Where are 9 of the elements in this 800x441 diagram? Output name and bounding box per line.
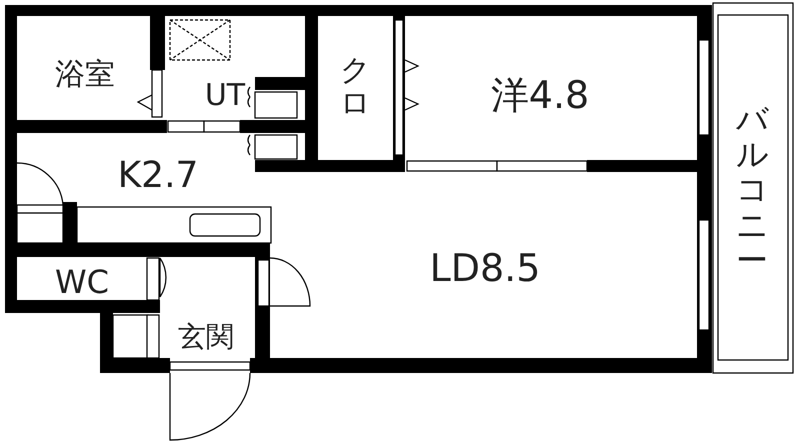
room-label: WC (55, 266, 109, 298)
room-label: LD8.5 (430, 249, 540, 287)
room-label: 玄関 (178, 323, 234, 351)
room-label: クロ (340, 54, 370, 120)
room-label: 浴室 (55, 60, 115, 90)
room-label: K2.7 (118, 158, 198, 194)
room-label: UT (204, 81, 246, 111)
room-label: バルコニー (736, 102, 768, 278)
room-label: 洋4.8 (490, 76, 590, 114)
